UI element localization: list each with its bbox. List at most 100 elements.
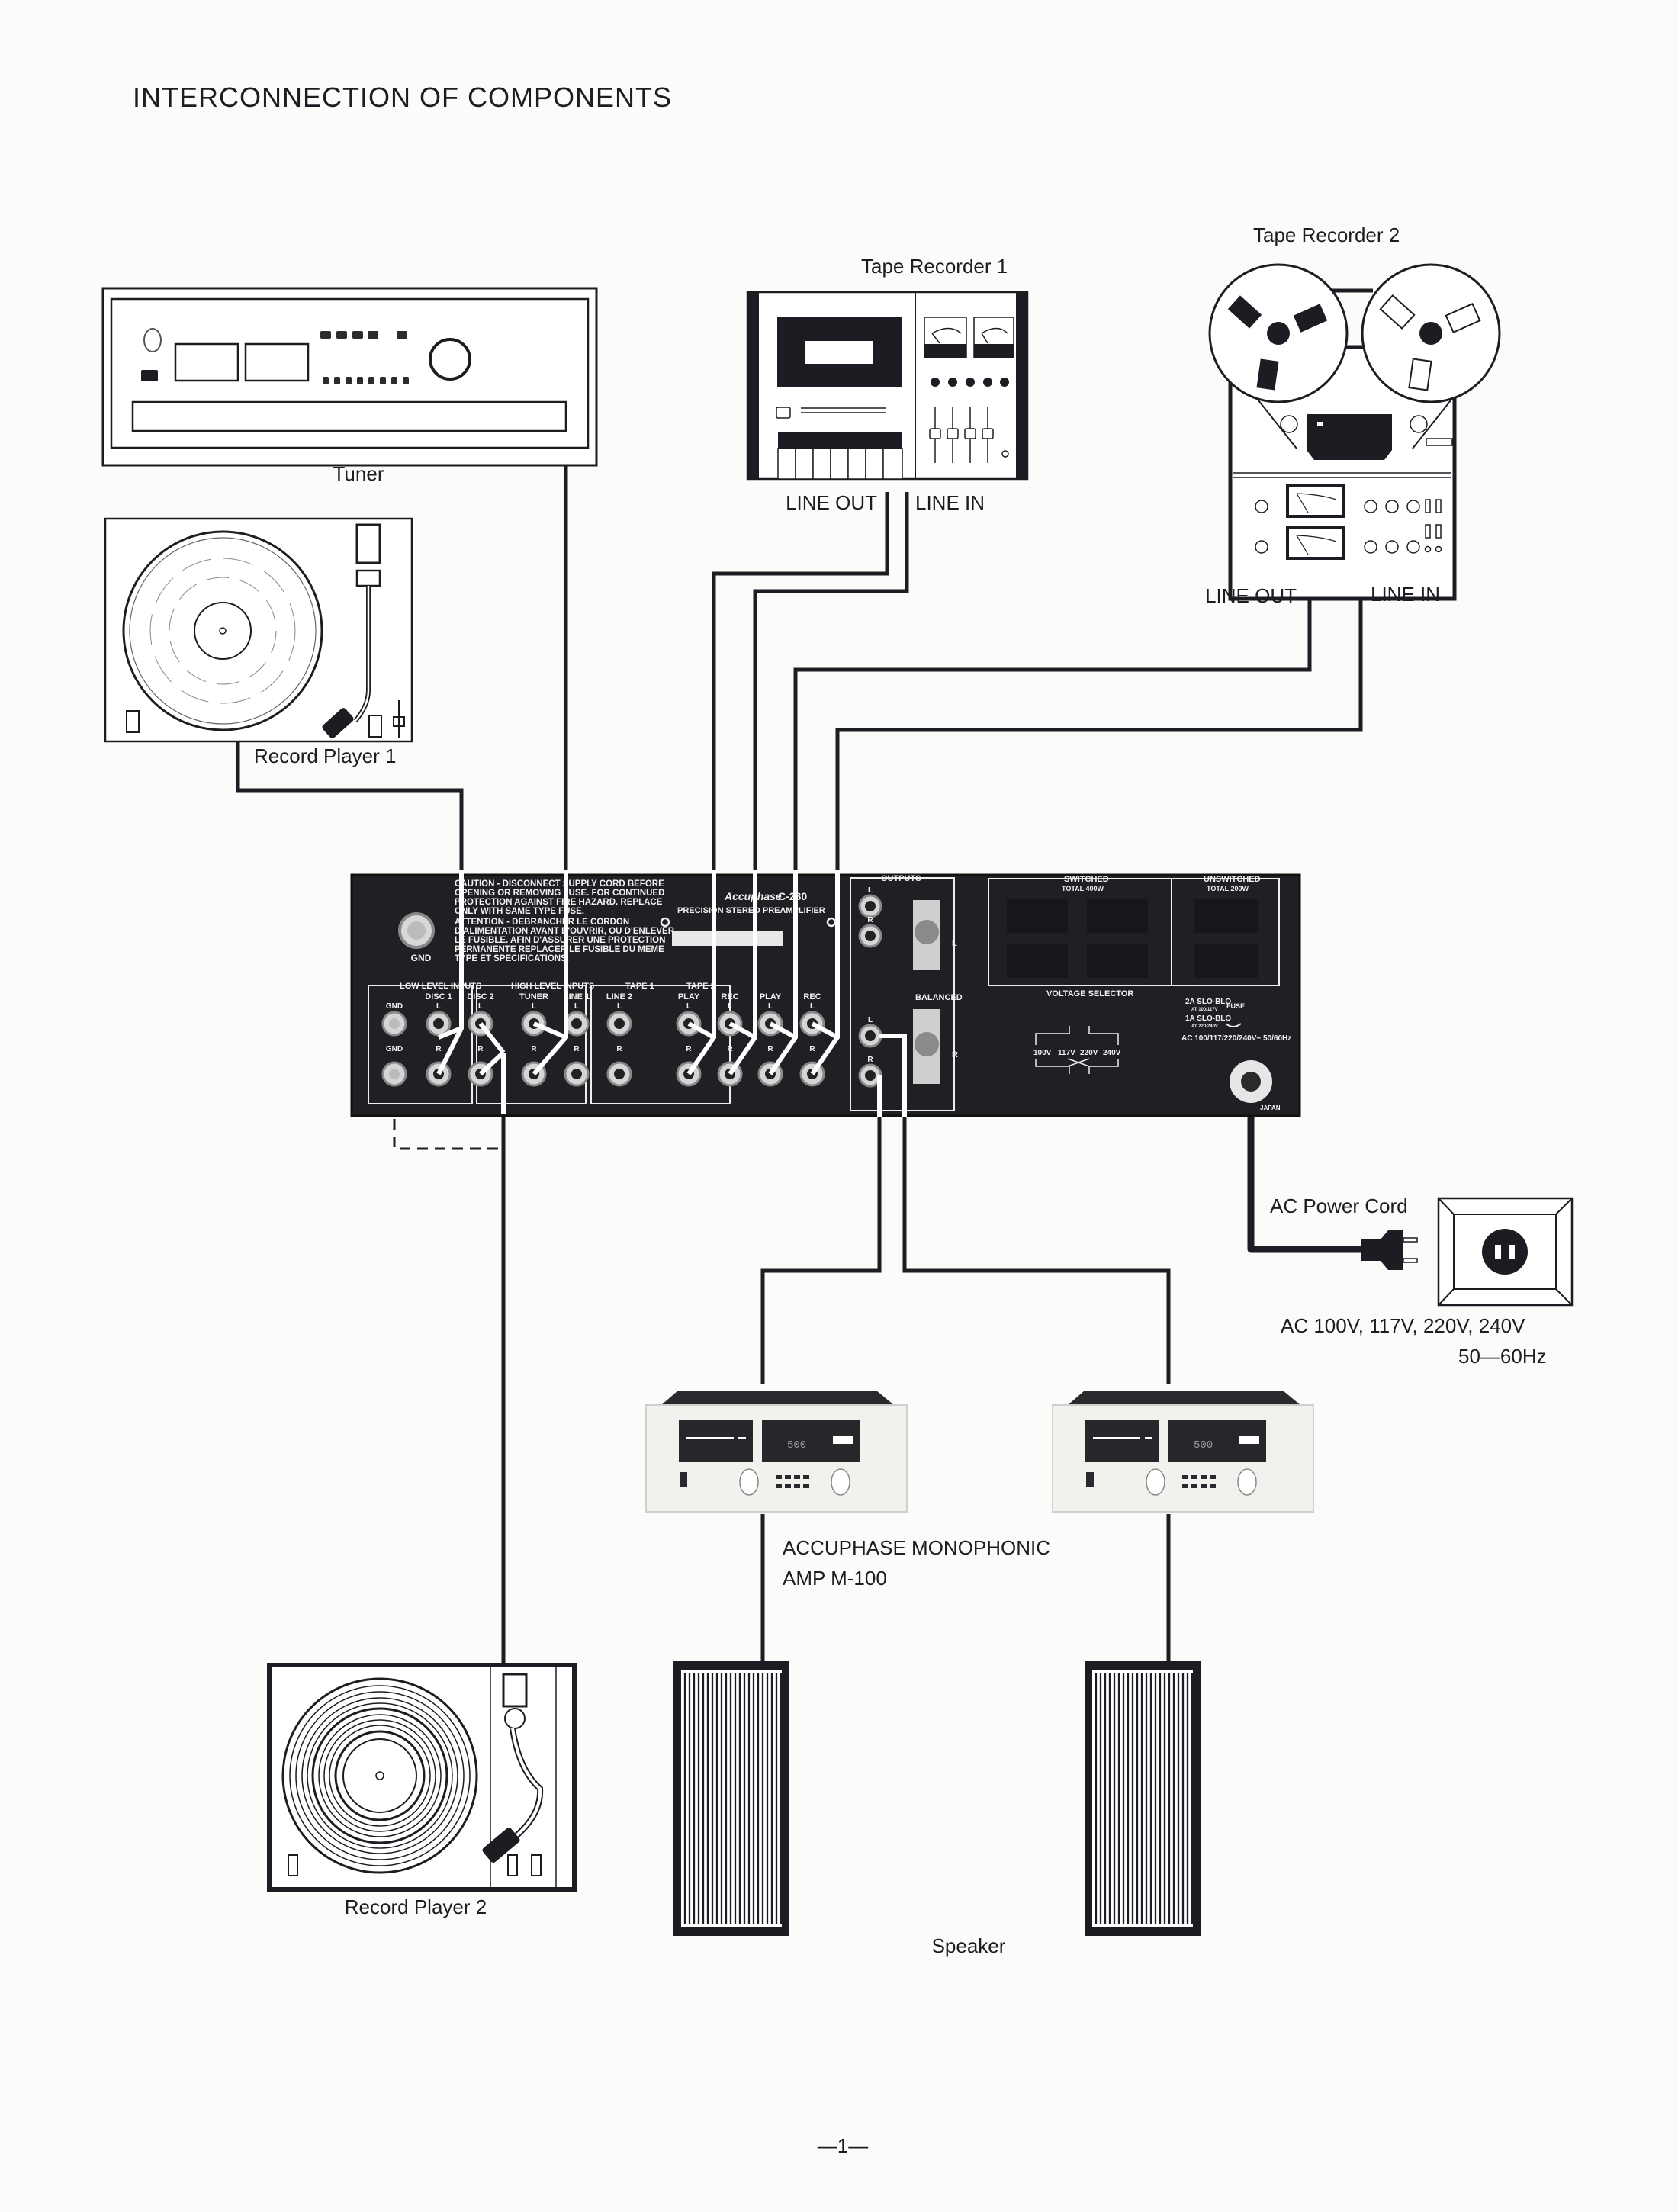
tuner-label: Tuner — [333, 462, 384, 485]
amp-level-knob[interactable] — [1146, 1468, 1165, 1496]
unswitched-title: UNSWITCHED — [1204, 875, 1261, 884]
dial-scale — [131, 400, 567, 432]
tuner: Tuner — [101, 287, 598, 485]
power-amplifiers: 500 500 — [645, 1391, 1314, 1513]
jack-bottom-label: R — [477, 1045, 484, 1053]
jack-column-line-1: LINE 1L R — [564, 992, 590, 1087]
switched-title: SWITCHED — [1064, 875, 1109, 884]
balanced-right-label: R — [952, 1050, 958, 1059]
amp-power-meter — [679, 1420, 753, 1462]
tape-recorder-1: Tape Recorder 1 — [746, 255, 1029, 514]
page-title: INTERCONNECTION OF COMPONENTS — [133, 82, 672, 113]
product-name: PRECISION STEREO PREAMPLIFIER — [677, 906, 825, 915]
balanced-left-label: L — [952, 939, 957, 948]
fuse-rating-2a: 2A SLO-BLO — [1185, 998, 1231, 1006]
wall-outlet: AC Power Cord AC 100V, 117V, 220V, 240V … — [1270, 1194, 1574, 1368]
fuse-note-1a: AT 220/240V — [1191, 1024, 1218, 1029]
tape-head-cover-icon — [1307, 414, 1392, 460]
high-level-inputs-frame — [476, 985, 587, 1104]
preamp-rear-panel: GND CAUTION - DISCONNECT SUPPLY CORD BEF… — [350, 870, 1301, 1117]
speaker-right — [1085, 1661, 1201, 1936]
jack-top-label: L — [478, 1002, 483, 1011]
jack-top-label: L — [617, 1002, 622, 1011]
tape2-title: TAPE 2 — [686, 982, 715, 991]
cable-tape2-line-out[interactable] — [793, 599, 1312, 877]
svg-text:ONLY WITH SAME TYPE FUSE.: ONLY WITH SAME TYPE FUSE. — [455, 907, 584, 916]
caution-text: CAUTION - DISCONNECT SUPPLY CORD BEFORE … — [455, 879, 675, 963]
cable-tape2-line-in[interactable] — [835, 599, 1363, 877]
cable-tape1-line-in[interactable] — [753, 492, 909, 877]
tonearm-cartridge-icon — [322, 708, 354, 738]
jack-bottom-label: R — [574, 1045, 580, 1053]
voltage-selector[interactable]: 100V 117V 220V 240V — [1033, 1049, 1121, 1057]
jack-column-name: DISC 2 — [467, 992, 493, 1002]
power-amp-right: 500 — [1052, 1391, 1314, 1513]
amp-selector-knob[interactable] — [1237, 1468, 1257, 1496]
svg-text:ATTENTION - DEBRANCHER LE CORD: ATTENTION - DEBRANCHER LE CORDON — [455, 918, 629, 927]
jack-column-name: LINE 1 — [564, 992, 590, 1002]
amp-power-meter — [1085, 1420, 1159, 1462]
jack-top-label: L — [810, 1002, 815, 1011]
jack-bottom-label: R — [436, 1045, 442, 1053]
jack-column-name: REC — [803, 992, 821, 1002]
origin-label: JAPAN — [1260, 1104, 1281, 1111]
svg-text:CAUTION - DISCONNECT SUPPLY CO: CAUTION - DISCONNECT SUPPLY CORD BEFORE — [455, 879, 664, 889]
power-amp-left: 500 — [645, 1391, 908, 1513]
ac-power-cord[interactable] — [1247, 1098, 1365, 1253]
tape2-line-in-label: LINE IN — [1371, 583, 1440, 606]
cable-record-player-1[interactable] — [236, 732, 464, 877]
voltage-option-220: 220V — [1080, 1049, 1098, 1057]
output-jack-label: R — [867, 1056, 873, 1064]
jack-column-name: REC — [721, 992, 738, 1002]
jack-top-label: L — [532, 1002, 536, 1011]
svg-text:PERMANENTE REPLACER LE FUSIBLE: PERMANENTE REPLACER LE FUSIBLE DU MEME — [455, 945, 664, 954]
jack-top-label: L — [728, 1002, 732, 1011]
balanced-connectors: BALANCED L R — [913, 900, 963, 1084]
ac-outlets — [1007, 899, 1258, 978]
jack-column-line-2: LINE 2LR — [606, 992, 632, 1087]
record-player-1: Record Player 1 — [104, 517, 413, 767]
amp-label-line2: AMP M-100 — [783, 1567, 887, 1590]
cables — [236, 464, 1365, 1674]
unswitched-total: TOTAL 200W — [1207, 885, 1249, 892]
turntable-platter-icon — [122, 530, 323, 731]
tape-recorder-2: Tape Recorder 2 LINE OUT — [1205, 223, 1501, 607]
amp-selector-knob[interactable] — [831, 1468, 850, 1496]
cable-output-left[interactable] — [760, 1114, 882, 1384]
output-jack-label: L — [868, 1016, 873, 1024]
amp-readout: 500 — [1194, 1439, 1213, 1452]
amp-readout: 500 — [787, 1439, 806, 1452]
output-jacks: L R L R — [858, 886, 882, 1088]
tonearm-cartridge-2-icon — [482, 1828, 520, 1863]
jack-bottom-label: GND — [386, 1045, 403, 1053]
power-knob-icon — [143, 328, 162, 352]
high-level-inputs-title: HIGH LEVEL INPUTS — [511, 982, 594, 991]
outlet-socket-icon[interactable] — [1482, 1229, 1528, 1275]
fuse-note-2a: AT 100/117V — [1191, 1008, 1218, 1012]
fuse-rating-1a: 1A SLO-BLO — [1185, 1014, 1231, 1023]
turntable-platter-2-icon — [281, 1677, 478, 1874]
cable-output-right[interactable] — [902, 1114, 1171, 1384]
amp-power-switch[interactable] — [1086, 1472, 1094, 1487]
amp-level-knob[interactable] — [739, 1468, 759, 1496]
tape2-line-out-label: LINE OUT — [1205, 584, 1297, 607]
jack-column-name: PLAY — [760, 992, 782, 1002]
cable-tape1-line-out[interactable] — [712, 492, 889, 877]
fuse-holder-icon — [1225, 1023, 1242, 1027]
fuse-info: 2A SLO-BLO AT 100/117V 1A SLO-BLO AT 220… — [1181, 998, 1291, 1043]
output-jack-label: R — [867, 916, 873, 924]
ac-power-cord-label: AC Power Cord — [1270, 1194, 1408, 1217]
jack-top-label: L — [574, 1002, 579, 1011]
tape-recorder-1-label: Tape Recorder 1 — [861, 255, 1008, 278]
record-player-1-label: Record Player 1 — [254, 744, 396, 767]
low-level-inputs-title: LOW LEVEL INPUTS — [400, 982, 481, 991]
svg-text:PROTECTION AGAINST FIRE HAZARD: PROTECTION AGAINST FIRE HAZARD. REPLACE — [455, 898, 663, 907]
switched-total: TOTAL 400W — [1062, 885, 1104, 892]
output-jack-label: L — [868, 886, 873, 895]
tape1-line-out-label: LINE OUT — [786, 491, 877, 514]
balanced-label: BALANCED — [915, 993, 963, 1002]
tape-frame — [590, 985, 731, 1104]
amp-power-switch[interactable] — [680, 1472, 687, 1487]
